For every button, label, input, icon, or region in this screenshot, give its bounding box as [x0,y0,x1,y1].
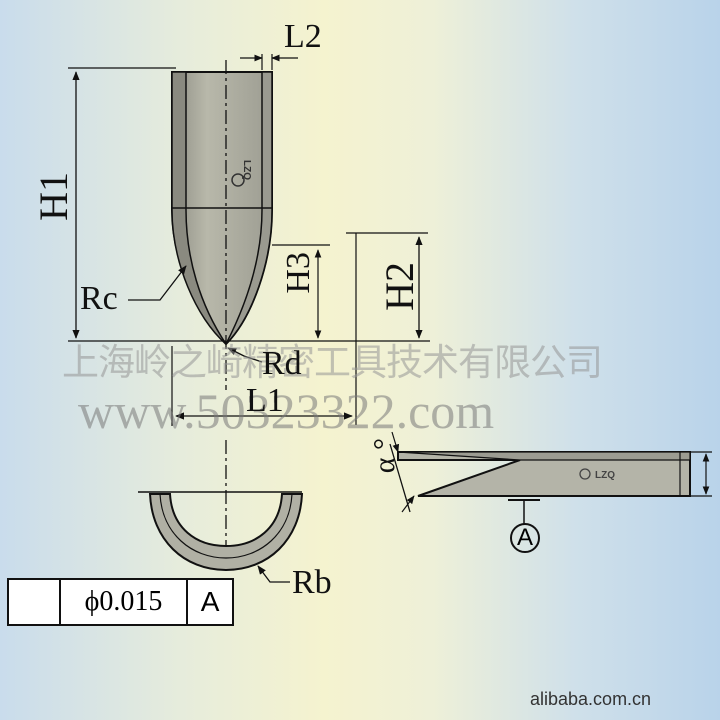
label-l2: L2 [284,18,322,55]
h3-dimension [272,244,330,339]
tolerance-value: ϕ0.015 [61,580,189,624]
tolerance-symbol-cell [9,580,61,624]
l1-dimension [171,346,353,426]
label-rb: Rb [292,564,332,601]
label-rc: Rc [80,280,118,317]
logo-text-side: LZQ [595,470,615,481]
label-h2: H2 [377,262,422,311]
logo-text: LZQ [241,160,252,180]
label-alpha: α ° [368,438,401,474]
footer-site-link[interactable]: alibaba.com.cn [530,689,652,709]
logo-icon [231,173,245,187]
tool-end-view [138,440,304,583]
label-h1: H1 [31,172,76,221]
rc-leader [128,265,187,301]
rd-leader [227,347,263,363]
label-l1: L1 [246,382,284,419]
url-watermark: www.50323322.com [78,383,495,439]
company-watermark: 上海岭之崎精密工具技术有限公司 [62,341,603,384]
label-rd: Rd [262,345,302,382]
h1-dimension [68,67,226,342]
datum-a-symbol: A [510,523,540,553]
l2-dimension [240,54,298,70]
tool-front-view: LZQ [171,60,273,390]
label-h3: H3 [280,252,317,294]
tool-side-view: LZQ [389,431,712,524]
tolerance-datum: A [200,586,220,617]
tolerance-frame: ϕ0.015 A [7,578,234,626]
h2-dimension [228,232,430,425]
rb-leader [257,565,290,583]
logo-icon-side [579,468,591,480]
